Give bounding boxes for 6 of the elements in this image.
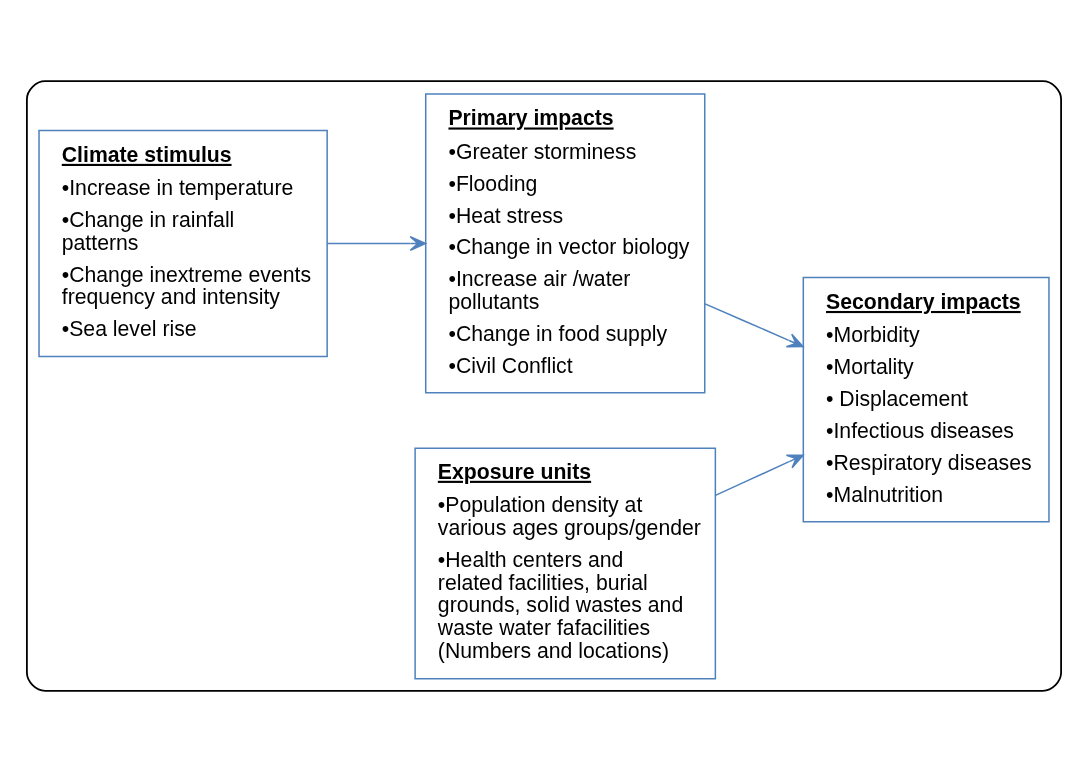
node-box: Secondary impacts •Morbidity •Mortality • Displacement •Infectious diseases •Respiratory diseases •Malnutrition xyxy=(802,276,1050,522)
node-box: Climate stimulus •Increase in temperature •Change in rainfall patterns •Change inextreme events frequency and intensity •Sea level rise xyxy=(38,129,328,357)
node-box: Exposure units •Population density at various ages groups/gender •Health centers and related facilities, burial grounds, solid wastes and waste water fafacilities (Numbers and locations) xyxy=(414,446,717,679)
arrow xyxy=(326,235,427,251)
cluster xyxy=(26,79,1062,692)
node-box: Primary impacts •Greater storminess •Flooding •Heat stress •Change in vector biology •Increase air /water pollutants •Change in food supply •Civil Conflict xyxy=(424,92,706,394)
